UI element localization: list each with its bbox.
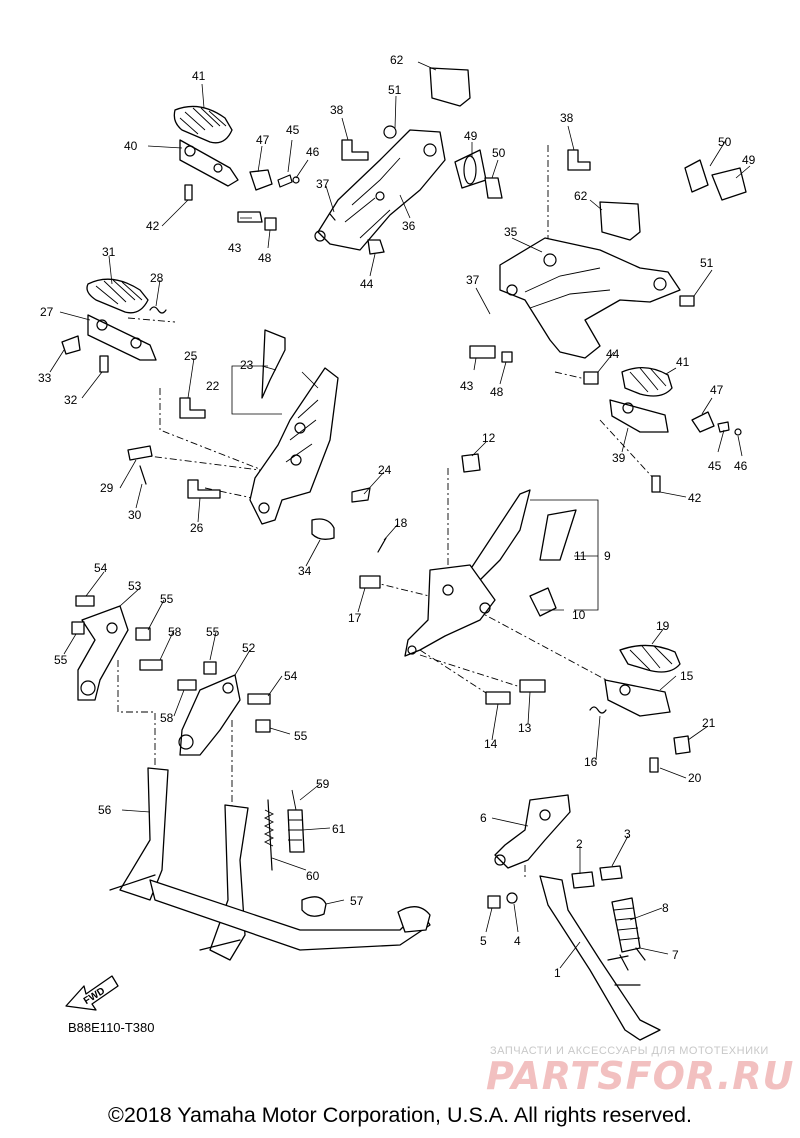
callout-53: 53 [128, 579, 142, 593]
callout-49b: 49 [742, 153, 756, 167]
diagram-code: B88E110-T380 [68, 1020, 155, 1035]
callout-31: 31 [102, 245, 116, 259]
callout-45b: 45 [708, 459, 722, 473]
callout-52: 52 [242, 641, 256, 655]
callout-7: 7 [672, 948, 679, 962]
callout-44b: 44 [606, 347, 620, 361]
callout-49: 49 [464, 129, 478, 143]
callout-56: 56 [98, 803, 112, 817]
callout-43: 43 [228, 241, 242, 255]
callout-4: 4 [514, 934, 521, 948]
callout-33: 33 [38, 371, 52, 385]
callout-55c: 55 [206, 625, 220, 639]
callout-51: 51 [388, 83, 402, 97]
callout-46b: 46 [734, 459, 748, 473]
callout-1: 1 [554, 966, 561, 980]
callout-48b: 48 [490, 385, 504, 399]
callout-15: 15 [680, 669, 694, 683]
callout-37b: 37 [466, 273, 480, 287]
callout-10: 10 [572, 608, 586, 622]
callout-41: 41 [192, 69, 206, 83]
front-footrest-bracket-right [359, 453, 691, 773]
callout-38: 38 [330, 103, 344, 117]
callout-54b: 54 [284, 669, 298, 683]
callout-55d: 55 [294, 729, 308, 743]
callout-28: 28 [150, 271, 164, 285]
callout-21: 21 [702, 716, 716, 730]
callout-55: 55 [160, 592, 174, 606]
callout-36: 36 [402, 219, 416, 233]
copyright-notice: ©2018 Yamaha Motor Corporation, U.S.A. A… [108, 1103, 692, 1127]
front-footrest-left [61, 278, 167, 373]
callout-27: 27 [40, 305, 54, 319]
callout-2: 2 [576, 837, 583, 851]
callout-41b: 41 [676, 355, 690, 369]
callout-57: 57 [350, 894, 364, 908]
callout-39: 39 [612, 451, 626, 465]
callout-18: 18 [394, 516, 408, 530]
callout-11: 11 [574, 549, 587, 563]
callout-62b: 62 [574, 189, 588, 203]
assembly-lines [117, 145, 656, 880]
callout-37: 37 [316, 177, 330, 191]
callout-17: 17 [348, 611, 362, 625]
callout-19: 19 [656, 619, 670, 633]
callout-23: 23 [240, 358, 254, 372]
leader-lines [49, 61, 751, 969]
callout-26: 26 [190, 521, 204, 535]
callout-47b: 47 [710, 383, 724, 397]
callout-29: 29 [100, 481, 114, 495]
callout-50: 50 [492, 146, 506, 160]
rear-footrest-bracket-left [237, 67, 503, 255]
rear-footrest-bracket-right [469, 149, 747, 493]
watermark-tagline: ЗАПЧАСТИ И АКСЕССУАРЫ ДЛЯ МОТОТЕХНИКИ [490, 1045, 769, 1057]
callout-25: 25 [184, 349, 198, 363]
callout-42b: 42 [688, 491, 702, 505]
callout-61: 61 [332, 822, 346, 836]
callout-58b: 58 [160, 711, 174, 725]
callout-22: 22 [206, 379, 220, 393]
callout-38b: 38 [560, 111, 574, 125]
callout-20: 20 [688, 771, 702, 785]
callout-40: 40 [124, 139, 138, 153]
side-stand [487, 794, 661, 1041]
callout-42: 42 [146, 219, 160, 233]
callout-6: 6 [480, 811, 487, 825]
callout-51b: 51 [700, 256, 714, 270]
front-footrest-bracket-left [127, 329, 371, 540]
callout-numbers: 1 2 3 4 5 6 7 8 9 10 11 12 13 14 15 16 1… [38, 53, 756, 980]
callout-45: 45 [286, 123, 300, 137]
rear-footrest-left [173, 105, 300, 201]
callout-9: 9 [604, 549, 611, 563]
callout-32: 32 [64, 393, 78, 407]
callout-12: 12 [482, 431, 496, 445]
callout-8: 8 [662, 901, 669, 915]
callout-44: 44 [360, 277, 374, 291]
callout-62: 62 [390, 53, 404, 67]
callout-3: 3 [624, 827, 631, 841]
center-stand [71, 595, 431, 961]
callout-60: 60 [306, 869, 320, 883]
callout-59: 59 [316, 777, 330, 791]
callout-30: 30 [128, 508, 142, 522]
callout-5: 5 [480, 934, 487, 948]
callout-43b: 43 [460, 379, 474, 393]
watermark-logo: PARTSFOR.RU [486, 1054, 795, 1098]
callout-58: 58 [168, 625, 182, 639]
callout-47: 47 [256, 133, 270, 147]
callout-13: 13 [518, 721, 532, 735]
callout-24: 24 [378, 463, 392, 477]
callout-48: 48 [258, 251, 272, 265]
callout-16: 16 [584, 755, 598, 769]
fwd-arrow-icon: FWD [65, 975, 119, 1011]
callout-55b: 55 [54, 653, 68, 667]
callout-35: 35 [504, 225, 518, 239]
callout-54: 54 [94, 561, 108, 575]
callout-14: 14 [484, 737, 498, 751]
callout-50b: 50 [718, 135, 732, 149]
callout-34: 34 [298, 564, 312, 578]
callout-46: 46 [306, 145, 320, 159]
